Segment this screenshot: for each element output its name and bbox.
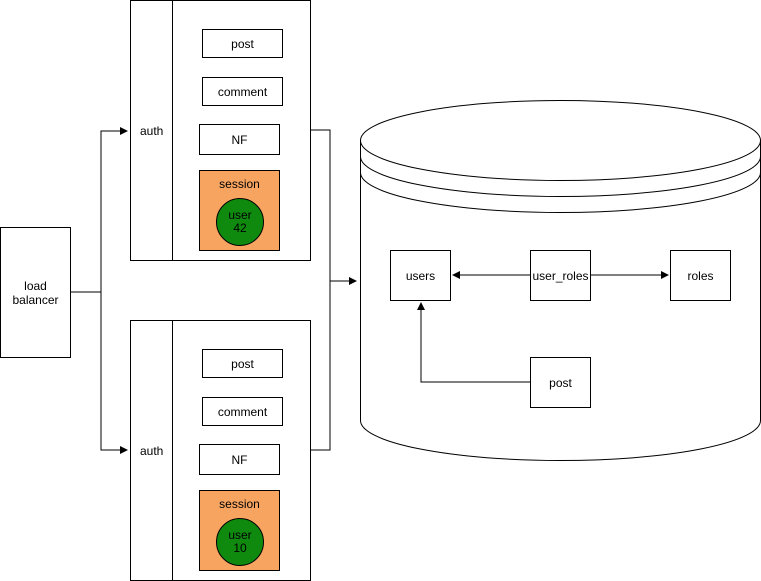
server-2-session-label: session [219, 497, 260, 511]
server2-to-db-connector [310, 281, 331, 451]
server-2-route-comment[interactable]: comment [202, 397, 283, 426]
server-1-session[interactable]: session user 42 [199, 170, 280, 251]
server-2-route-post[interactable]: post [202, 349, 283, 378]
server-2-session[interactable]: session user 10 [199, 490, 280, 571]
lb-to-server2-connector [100, 292, 128, 454]
server-1-auth-label: auth [140, 124, 164, 138]
load-balancer-node[interactable]: load balancer [0, 227, 71, 358]
db-table-users[interactable]: users [390, 250, 451, 301]
db-table-roles[interactable]: roles [670, 250, 731, 301]
server-1-route-post[interactable]: post [202, 29, 283, 58]
server-2-user-label: user [228, 528, 252, 542]
server-1-route-nf[interactable]: NF [199, 124, 280, 155]
server1-to-db-connector [310, 129, 357, 285]
server-2-user-id: 10 [233, 541, 247, 555]
lb-to-server1-connector [71, 127, 128, 293]
server-2-user-circle[interactable]: user 10 [216, 518, 264, 566]
server-1-session-label: session [219, 177, 260, 191]
server-2-route-nf[interactable]: NF [199, 444, 280, 475]
post-to-users-arrow [417, 302, 530, 383]
server-2-auth-label: auth [140, 444, 164, 458]
server-1-route-comment[interactable]: comment [202, 77, 283, 106]
server-1-user-label: user [228, 208, 252, 222]
server-1-user-id: 42 [233, 221, 247, 235]
server-1-user-circle[interactable]: user 42 [216, 198, 264, 246]
db-table-post[interactable]: post [530, 357, 591, 408]
db-table-user-roles[interactable]: user_roles [530, 250, 591, 301]
